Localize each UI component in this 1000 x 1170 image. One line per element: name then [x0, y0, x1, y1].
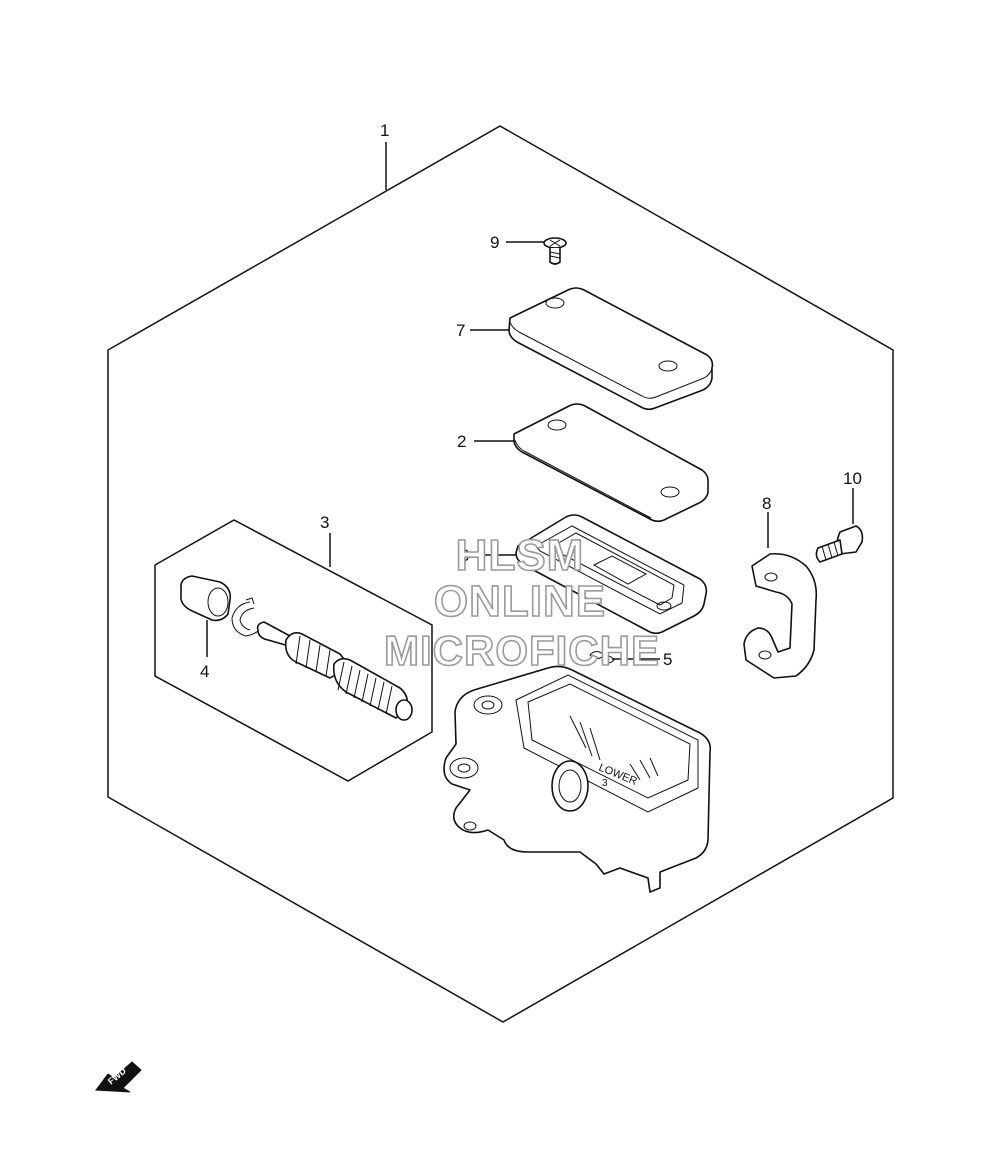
fwd-arrow-icon: FWD: [95, 1061, 142, 1093]
screw-part-9: [543, 237, 567, 265]
watermark-line-3: MICROFICHE: [384, 627, 660, 674]
diaphragm-part-6: [515, 514, 708, 635]
callout-8: 8: [762, 494, 771, 513]
callout-6: 6: [460, 546, 469, 565]
piston-cup-part-4: [180, 575, 232, 622]
piston-spring-assembly: [256, 621, 413, 721]
clip-part-5: [589, 651, 615, 664]
piston-kit-outline: [154, 519, 433, 782]
housing-mark-number: 3: [602, 778, 608, 789]
circlip: [231, 597, 263, 637]
watermark-line-2: ONLINE: [434, 577, 606, 626]
callout-5: 5: [663, 650, 672, 669]
watermark-line-1: HLSM: [456, 531, 585, 580]
holder-clamp-part-8: [743, 552, 818, 679]
callout-4: 4: [200, 662, 209, 681]
callout-2: 2: [457, 432, 466, 451]
reservoir-cap-part-7: [508, 287, 714, 411]
callout-3: 3: [320, 513, 329, 532]
callout-9: 9: [490, 233, 499, 252]
diaphragm-plate-part-2: [513, 403, 709, 523]
callout-1: 1: [380, 121, 389, 140]
bolt-part-10: [815, 525, 864, 563]
master-cylinder-housing: LOWER 3: [443, 665, 712, 893]
kit-outline-hexagon: [107, 125, 894, 1023]
callout-7: 7: [456, 321, 465, 340]
callout-10: 10: [843, 469, 862, 488]
